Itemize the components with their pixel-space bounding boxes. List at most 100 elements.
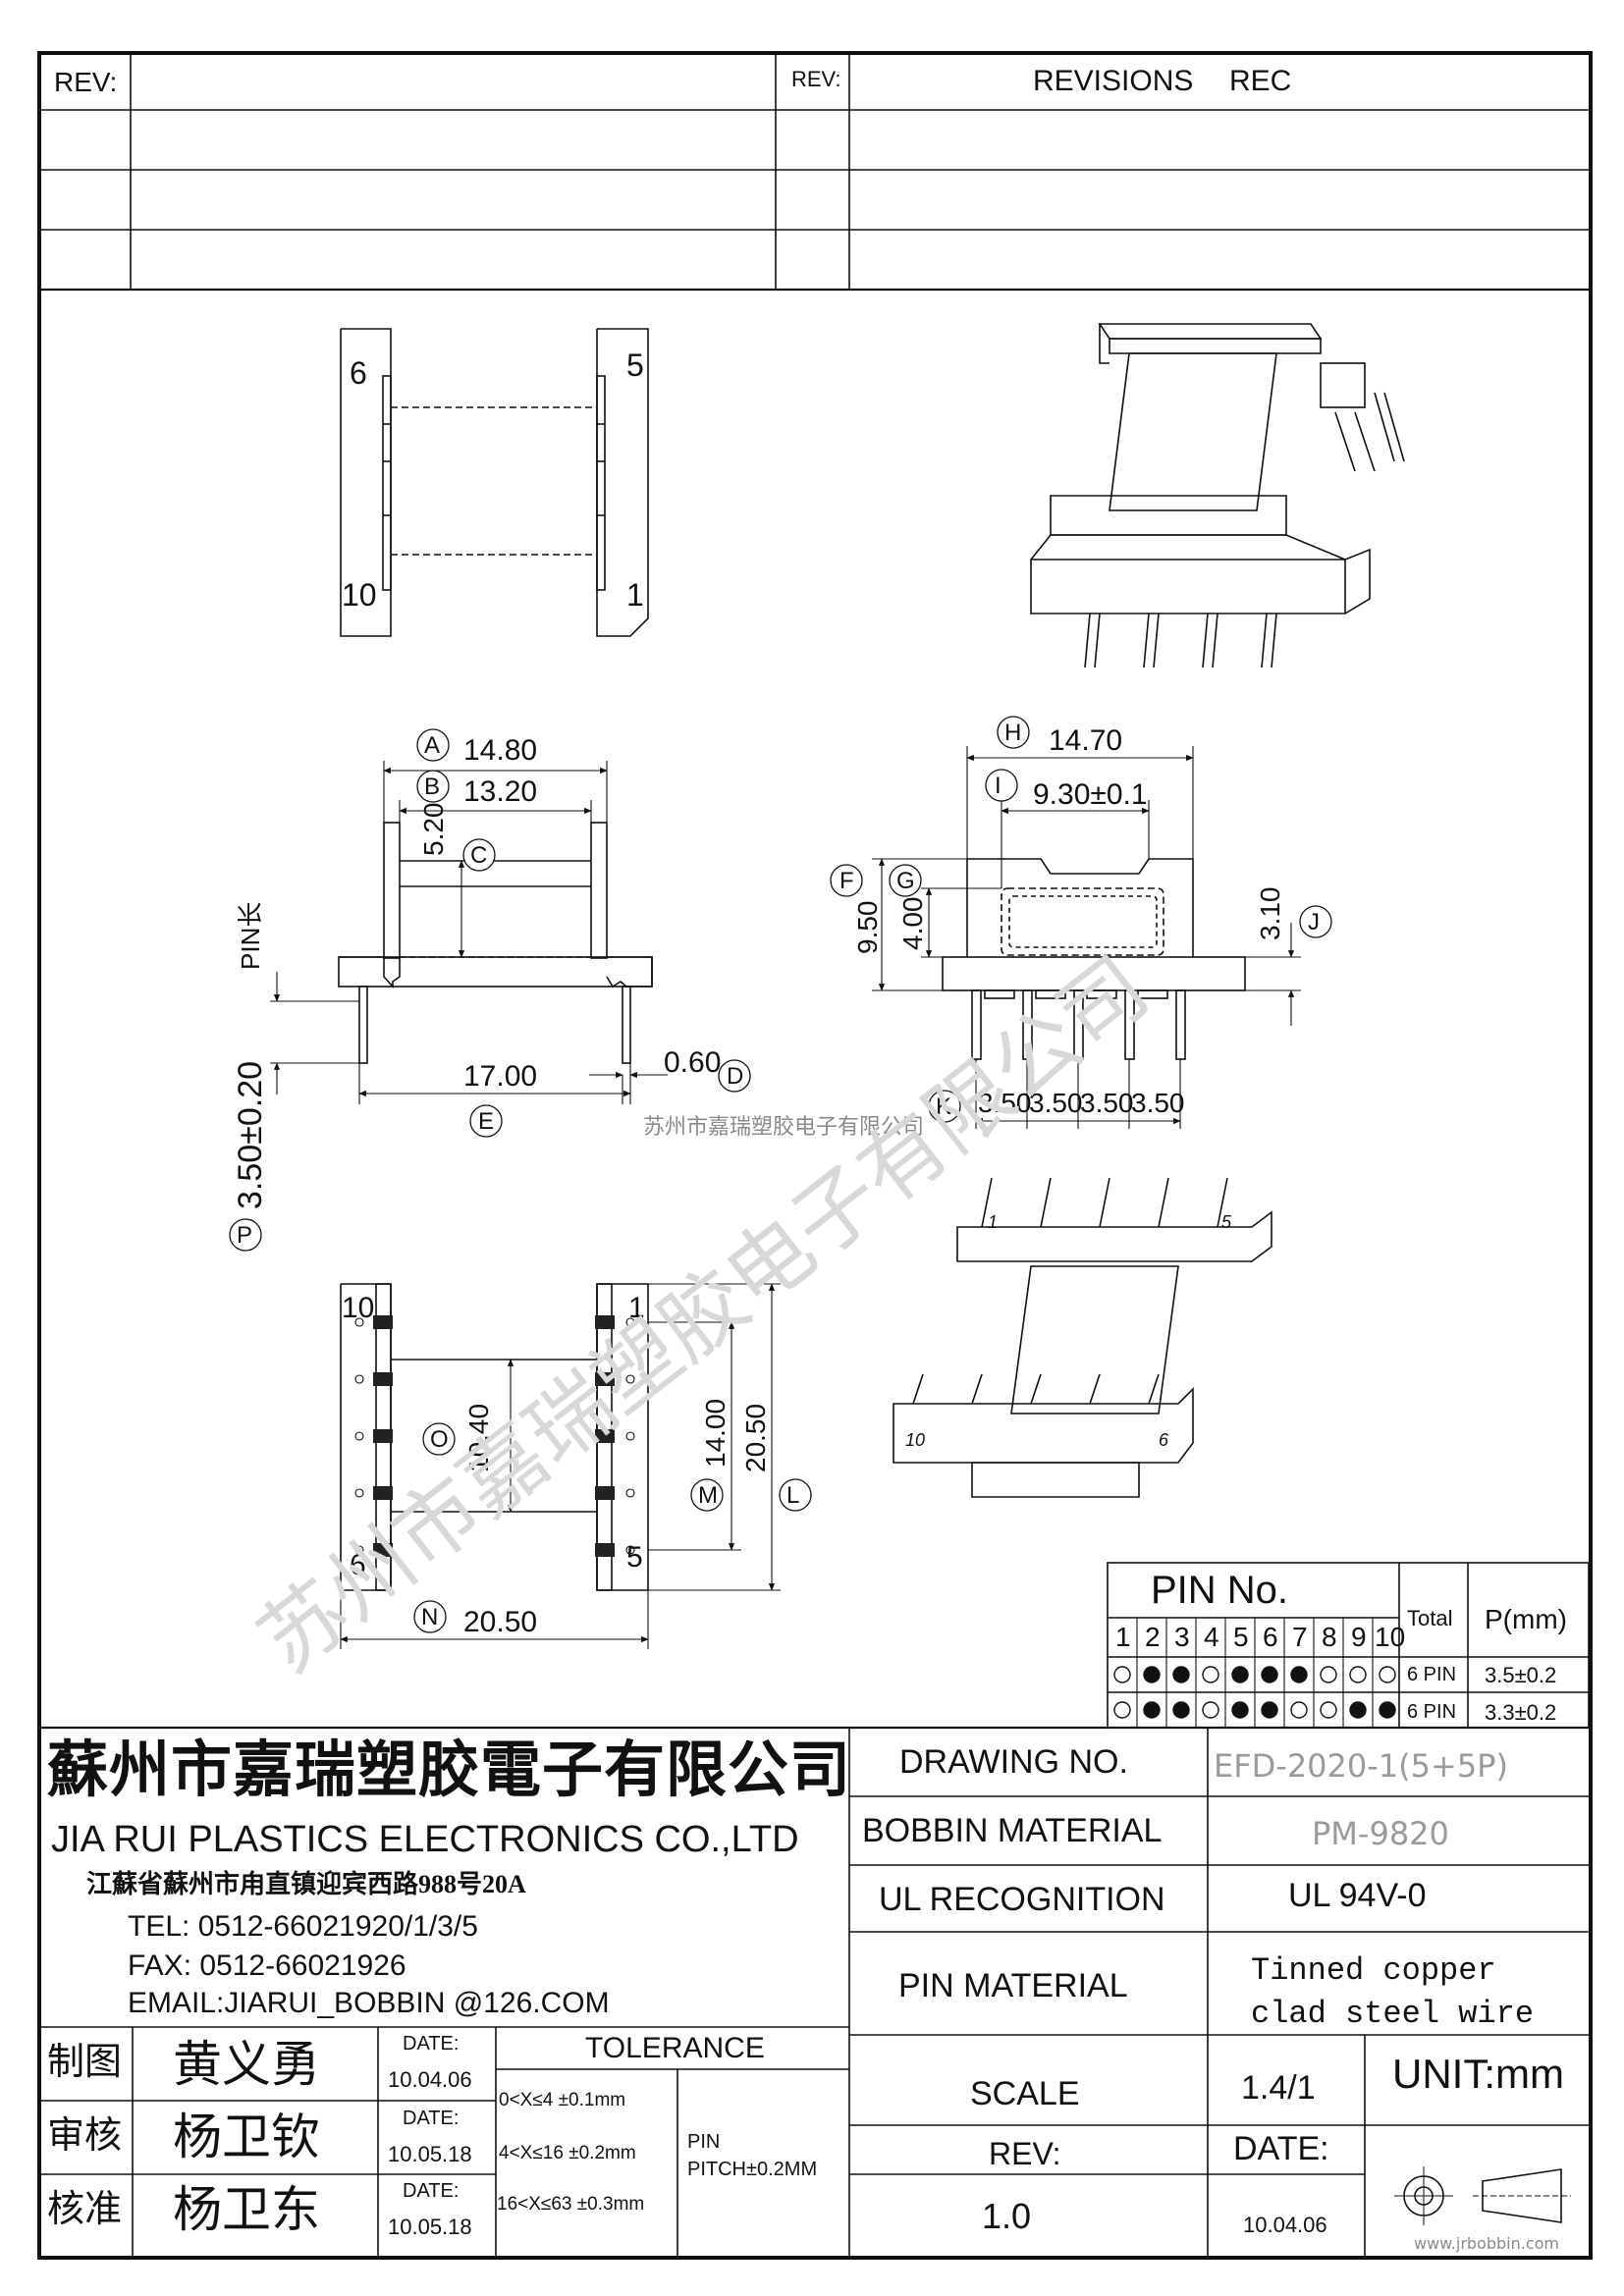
pin-dot-r2-p8 <box>1320 1701 1337 1719</box>
drawing-frame <box>37 51 1593 2260</box>
date-value-bottom: 10.04.06 <box>1243 2213 1327 2237</box>
unit-value: UNIT:mm <box>1392 2051 1564 2097</box>
top-pin-10: 10 <box>342 577 377 613</box>
pin-number-6: 6 <box>1263 1622 1278 1652</box>
dim-k-1: 3.50 <box>978 1088 1032 1118</box>
label-c: C <box>470 842 488 869</box>
dim-k-3: 3.50 <box>1080 1088 1134 1118</box>
pin-number-7: 7 <box>1292 1622 1308 1652</box>
pin-dot-r2-p7 <box>1290 1701 1308 1719</box>
pin-table-total-label: Total <box>1407 1606 1453 1630</box>
ul-recognition-label: UL RECOGNITION <box>879 1881 1165 1918</box>
revision-block <box>41 55 1589 292</box>
top-pin-5: 5 <box>626 347 644 383</box>
signoff-role-3: 核准 <box>47 2189 123 2230</box>
pin-dot-r2-p1 <box>1113 1701 1131 1719</box>
company-name-en: JIA RUI PLASTICS ELECTRONICS CO.,LTD <box>51 1819 799 1860</box>
dim-g: 4.00 <box>897 896 928 951</box>
company-fax: FAX: 0512-66021926 <box>128 1949 406 1982</box>
pin-row1-total: 6 PIN <box>1407 1664 1457 1685</box>
pin-material-line1: Tinned copper <box>1251 1952 1496 1989</box>
pin-number-8: 8 <box>1322 1622 1337 1652</box>
pin-dot-r2-p3 <box>1172 1701 1190 1719</box>
dim-c: 5.20 <box>418 802 449 857</box>
pin-row2-total: 6 PIN <box>1407 1701 1457 1723</box>
pin-dot-r2-p6 <box>1261 1701 1278 1719</box>
pin-dot-r1-p10 <box>1379 1666 1396 1683</box>
label-e: E <box>478 1108 495 1135</box>
pin-dot-r1-p8 <box>1320 1666 1337 1683</box>
label-l: L <box>786 1482 800 1509</box>
label-j: J <box>1308 909 1320 935</box>
iso-pin-10: 10 <box>905 1430 926 1450</box>
revisions-header: REVISIONS <box>1033 65 1194 97</box>
signoff-name-3: 杨卫东 <box>173 2182 320 2237</box>
signoff-date-3: 10.05.18 <box>388 2215 472 2239</box>
pin-dot-r1-p1 <box>1113 1666 1131 1683</box>
top-pin-6: 6 <box>350 355 367 391</box>
label-g: G <box>896 868 915 894</box>
dim-j: 3.10 <box>1255 886 1285 941</box>
signoff-date-label-2: DATE: <box>403 2108 460 2129</box>
iso-pin-1: 1 <box>988 1212 999 1232</box>
company-tel: TEL: 0512-66021920/1/3/5 <box>128 1910 478 1943</box>
top-pin-1: 1 <box>626 577 644 613</box>
iso-pin-5: 5 <box>1221 1212 1232 1232</box>
pin-table-p-label: P(mm) <box>1485 1604 1567 1634</box>
company-address: 江蘇省蘇州市甪直镇迎宾西路988号20A <box>86 1870 526 1898</box>
pin-pitch-line1: PIN <box>687 2131 721 2153</box>
iso-pin-6: 6 <box>1159 1430 1169 1450</box>
pin-dot-r1-p6 <box>1261 1666 1278 1683</box>
dim-p: 3.50±0.20 <box>232 1060 269 1209</box>
dim-h: 14.70 <box>1049 724 1123 757</box>
front-view <box>270 761 668 1104</box>
pin-dot-r1-p4 <box>1202 1666 1219 1683</box>
pin-material-label: PIN MATERIAL <box>898 1967 1128 2004</box>
label-d: D <box>727 1063 744 1090</box>
tolerance-label: TOLERANCE <box>585 2032 765 2064</box>
pin-number-2: 2 <box>1145 1622 1161 1652</box>
watermark-center: 苏州市嘉瑞塑胶电子有限公司 <box>643 1115 925 1140</box>
pin-dot-r2-p2 <box>1143 1701 1161 1719</box>
label-p: P <box>237 1222 253 1249</box>
pin-number-3: 3 <box>1174 1622 1190 1652</box>
date-label-bottom: DATE: <box>1233 2130 1329 2167</box>
bottom-pin-10: 10 <box>342 1292 375 1324</box>
bottom-view <box>340 1283 781 1649</box>
iso-view-bottom <box>893 1177 1272 1498</box>
pin-dot-r2-p9 <box>1349 1701 1367 1719</box>
side-view <box>872 746 1301 1129</box>
dim-e: 0.60 <box>664 1046 722 1079</box>
dim-label-circles <box>229 716 1332 1633</box>
bobbin-material-label: BOBBIN MATERIAL <box>862 1812 1163 1849</box>
bottom-pin-6: 6 <box>350 1549 366 1581</box>
dim-a: 14.80 <box>463 734 538 767</box>
bottom-pin-1: 1 <box>628 1292 645 1324</box>
pin-number-5: 5 <box>1233 1622 1249 1652</box>
pin-number-4: 4 <box>1204 1622 1219 1652</box>
drawing-no-label: DRAWING NO. <box>899 1743 1128 1781</box>
label-n: N <box>421 1604 439 1630</box>
pin-row2-p: 3.3±0.2 <box>1485 1700 1557 1725</box>
pin-row1-p: 3.5±0.2 <box>1485 1663 1557 1687</box>
pin-number-9: 9 <box>1351 1622 1367 1652</box>
rev-label-left: REV: <box>54 67 118 97</box>
rec-header: REC <box>1229 65 1292 97</box>
label-i: I <box>995 773 1001 799</box>
tolerance-1: 0<X≤4 ±0.1mm <box>499 2090 626 2110</box>
label-b: B <box>424 774 441 800</box>
pin-dot-r1-p9 <box>1349 1666 1367 1683</box>
label-k: K <box>936 1094 952 1120</box>
label-a: A <box>424 732 441 759</box>
bottom-pin-5: 5 <box>626 1541 643 1574</box>
pin-dot-r2-p5 <box>1231 1701 1249 1719</box>
signoff-name-2: 杨卫钦 <box>173 2109 320 2164</box>
lower-block-grid <box>41 1562 1590 2256</box>
dim-b: 13.20 <box>463 775 538 808</box>
rev-value: 1.0 <box>982 2196 1032 2236</box>
dim-k-4: 3.50 <box>1131 1088 1185 1118</box>
pin-dot-r1-p3 <box>1172 1666 1190 1683</box>
pin-dot-r1-p7 <box>1290 1666 1308 1683</box>
signoff-date-1: 10.04.06 <box>388 2067 472 2092</box>
